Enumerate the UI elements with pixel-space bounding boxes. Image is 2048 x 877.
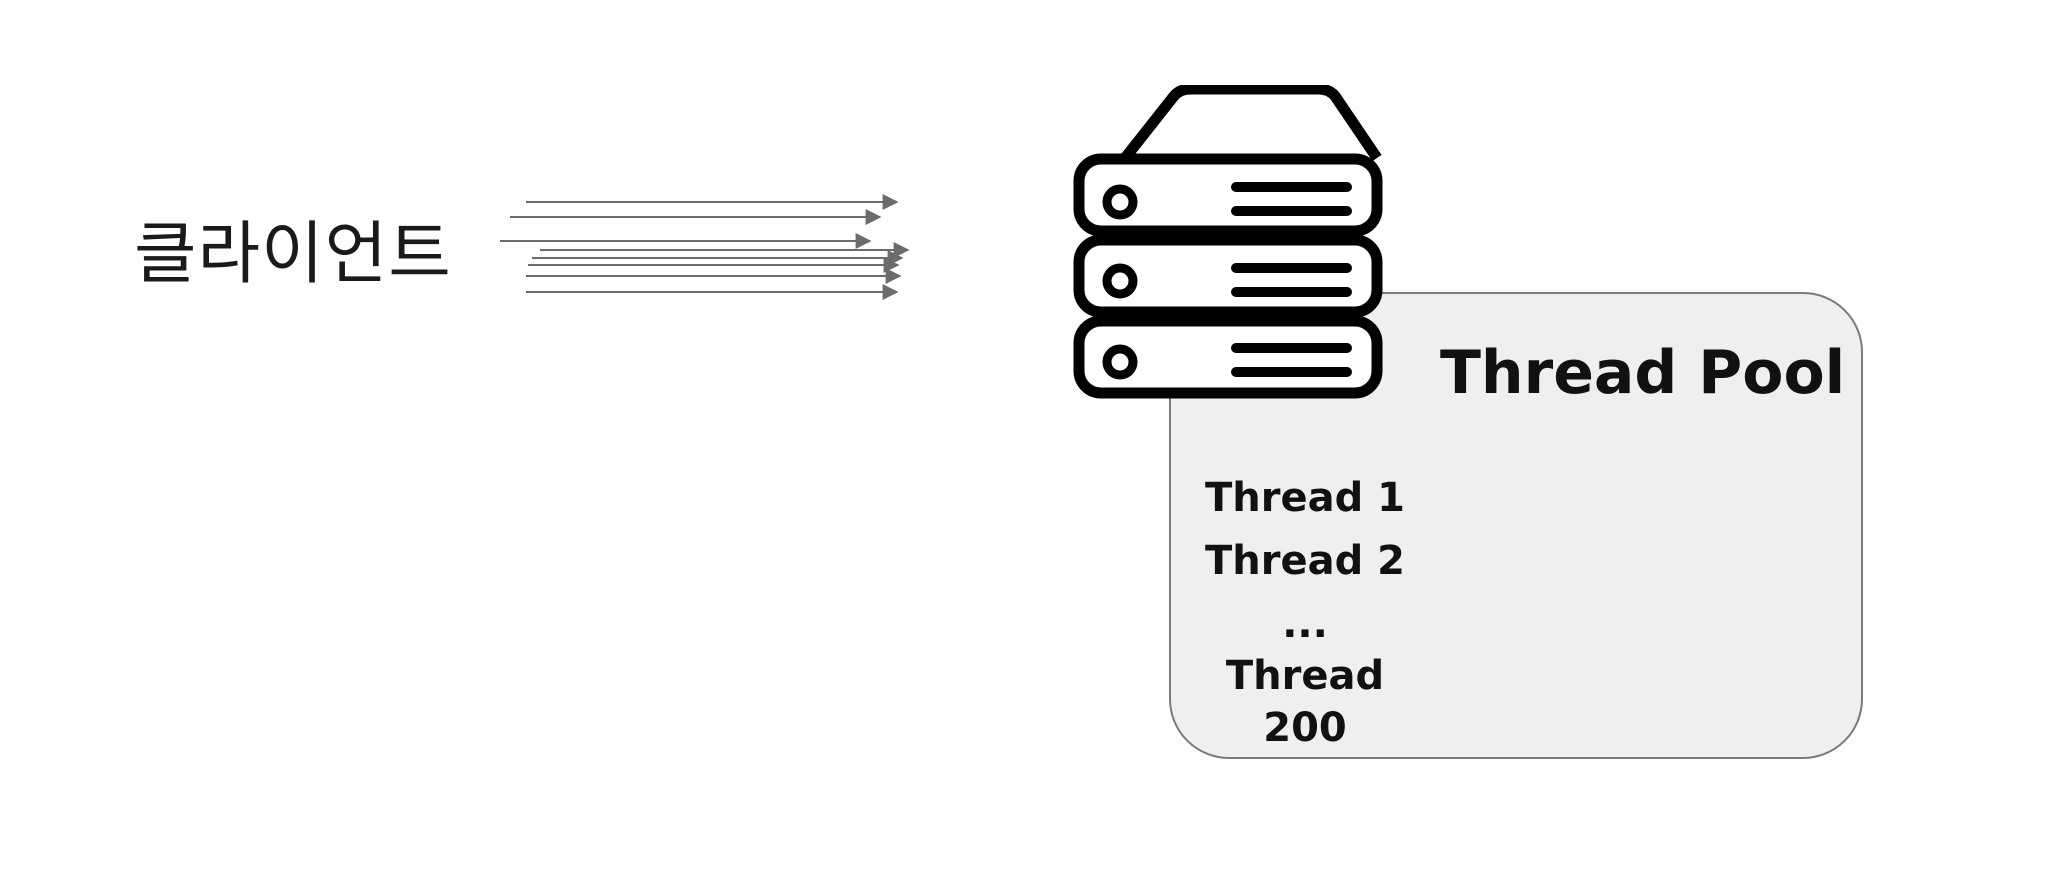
thread-item: Thread 2 <box>1205 538 1405 584</box>
thread-item: Thread 1 <box>1205 475 1405 521</box>
thread-list: Thread 1 Thread 2 ... Thread 200 <box>1180 472 1430 751</box>
thread-item: Thread 200 <box>1225 653 1385 751</box>
client-label: 클라이언트 <box>134 215 452 294</box>
server-stack-icon <box>1073 85 1383 399</box>
thread-pool-title: Thread Pool <box>1440 338 1846 408</box>
thread-ellipsis: ... <box>1282 601 1328 647</box>
